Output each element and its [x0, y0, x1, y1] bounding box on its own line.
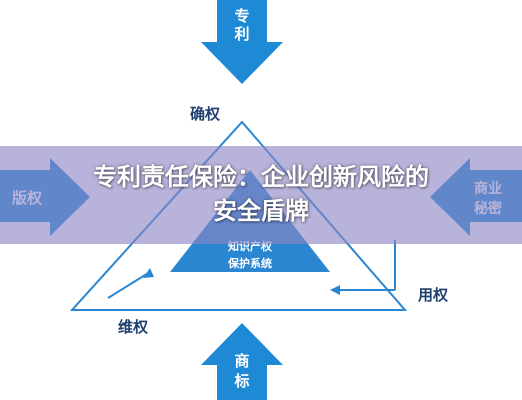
bottom-right-label: 用权: [418, 286, 449, 304]
top-arrow-label-2: 利: [234, 25, 249, 43]
banner-title-line-2: 安全盾牌: [213, 197, 309, 225]
banner-title: 专利责任保险：企业创新风险的 安全盾牌: [0, 160, 522, 228]
bottom-arrow-label-1: 商: [234, 352, 249, 370]
bottom-arrow: 商 标: [201, 323, 283, 400]
banner-title-line-1: 专利责任保险：企业创新风险的: [93, 163, 429, 191]
title-banner: [0, 146, 522, 244]
bottom-left-label: 维权: [118, 318, 149, 336]
bottom-arrow-label-2: 标: [233, 372, 249, 390]
top-arrow: 专 利: [201, 0, 283, 84]
cycle-arrows: [107, 240, 396, 299]
top-arrow-label-1: 专: [234, 7, 249, 25]
center-label-2: 保护系统: [227, 256, 272, 270]
apex-label: 确权: [190, 105, 221, 123]
